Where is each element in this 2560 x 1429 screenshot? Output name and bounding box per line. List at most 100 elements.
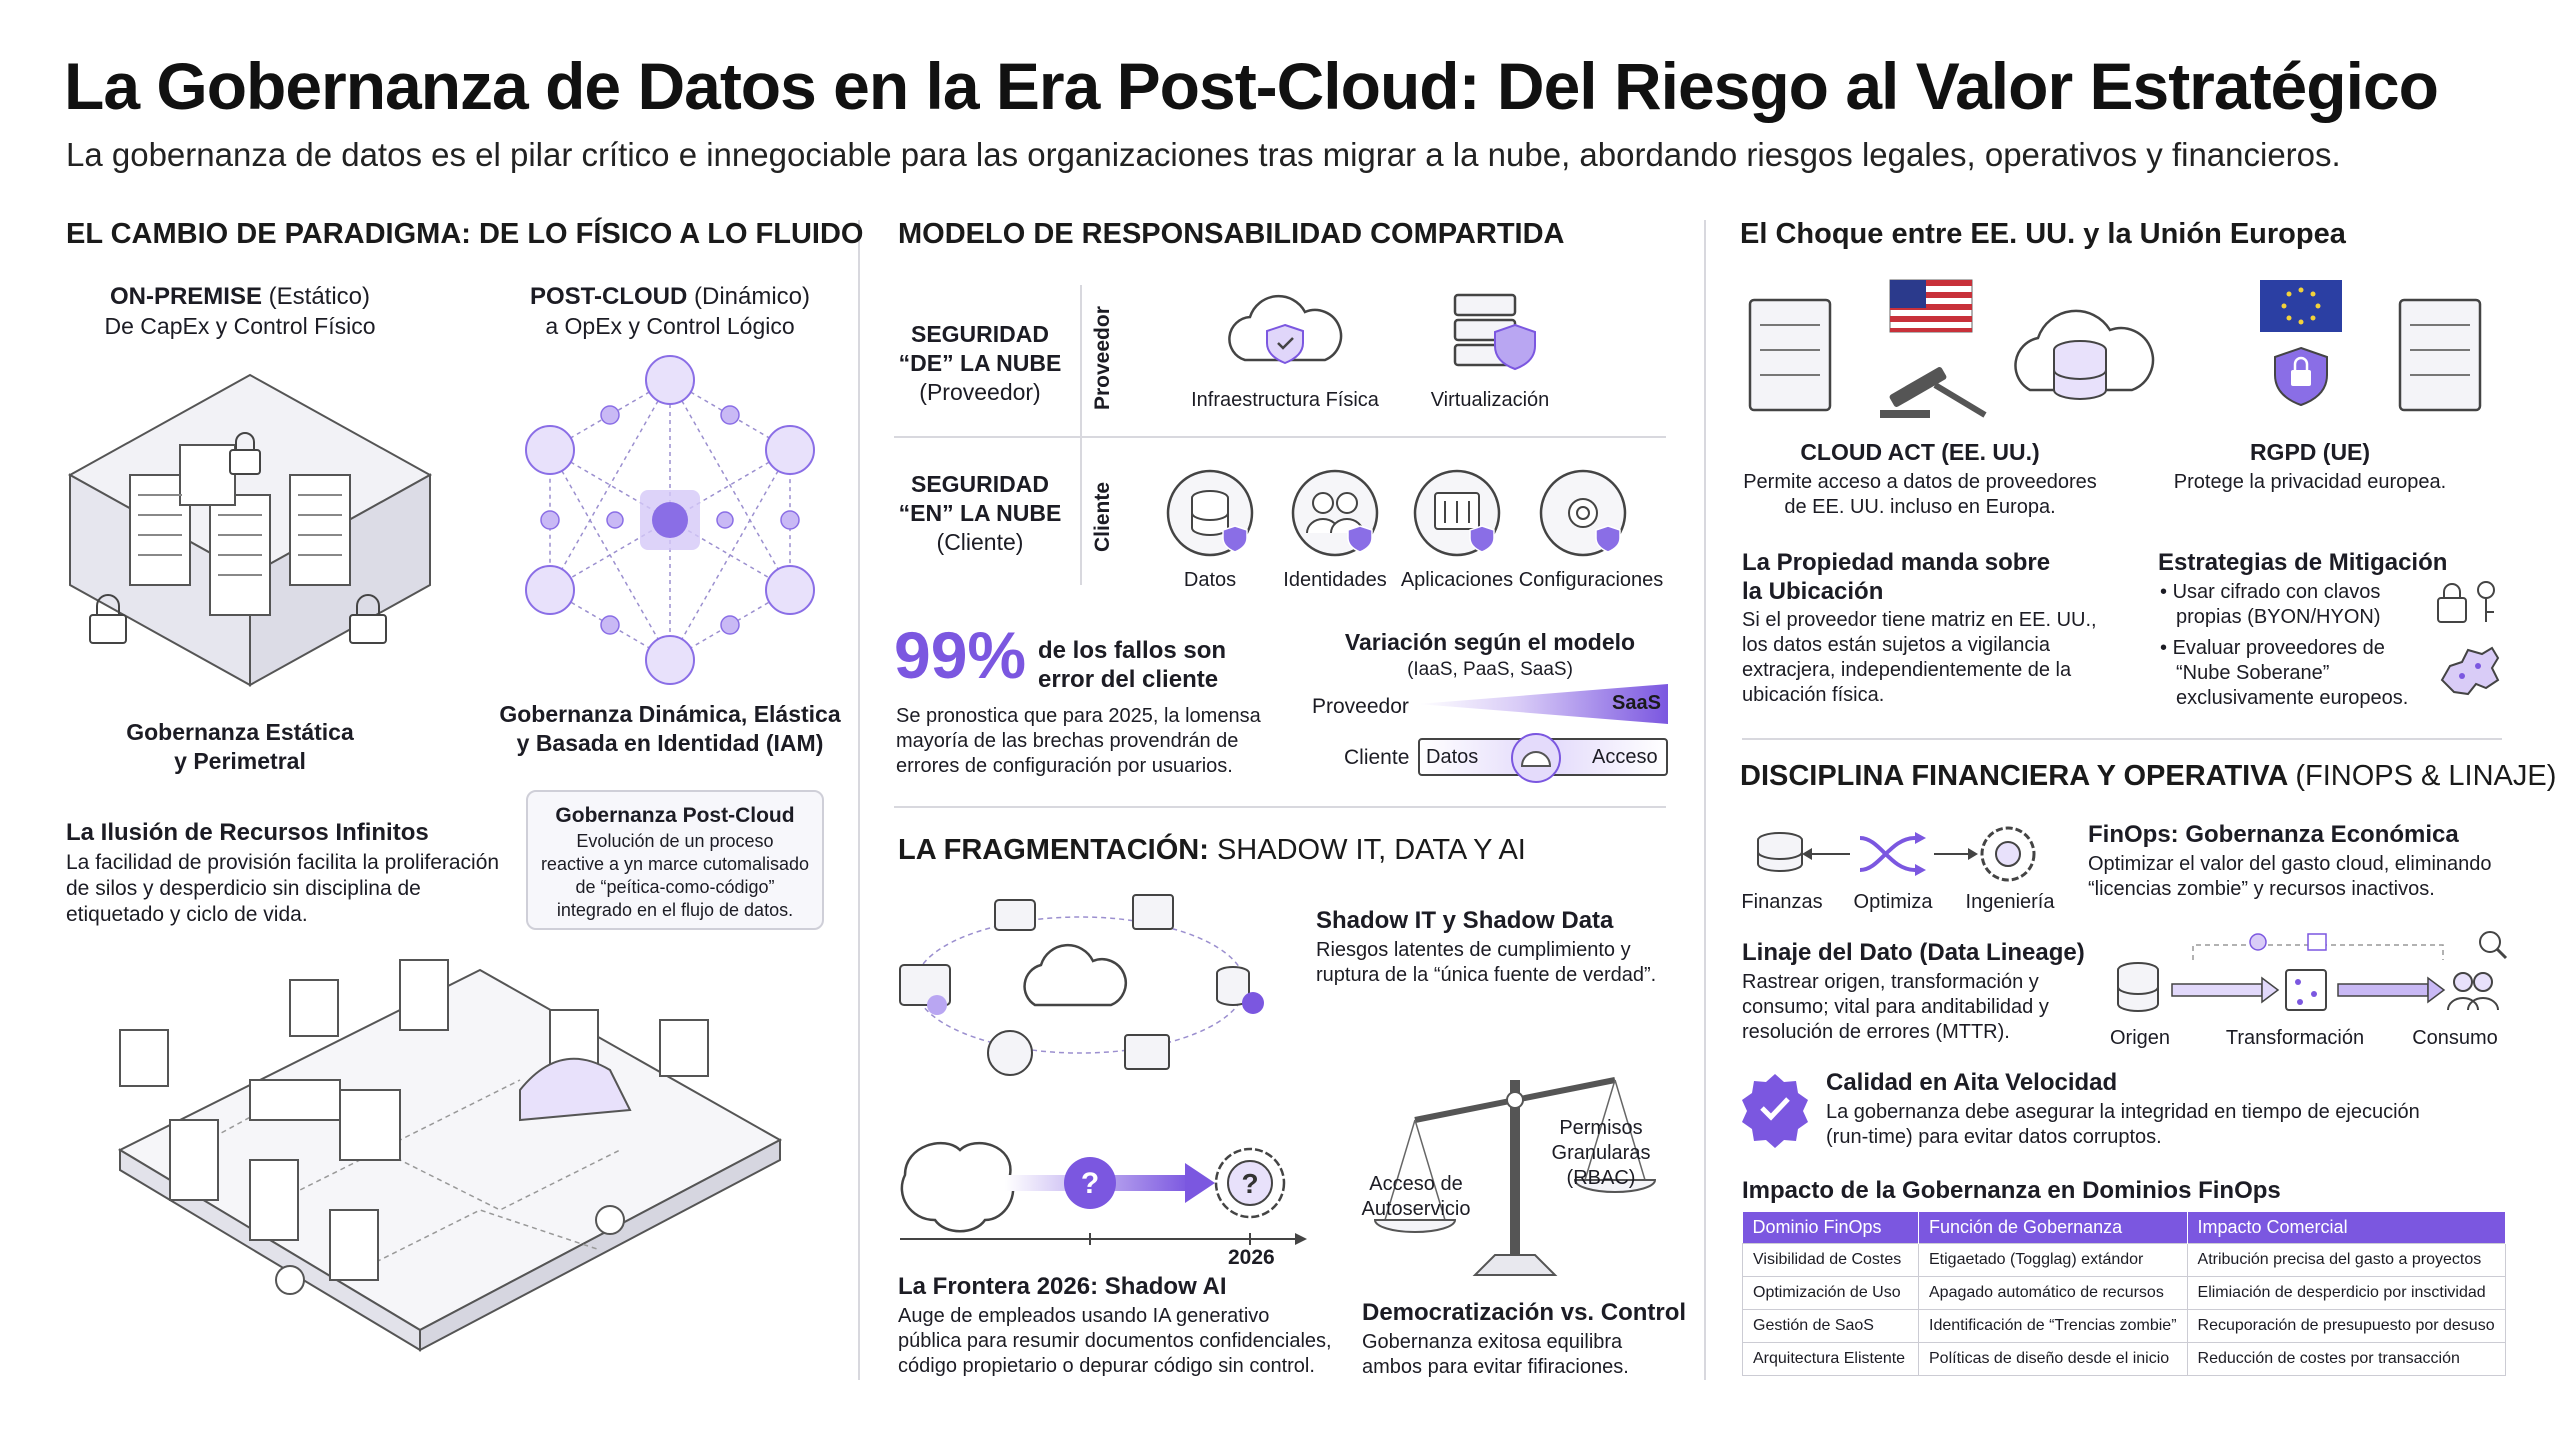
postcloud-network-illustration — [525, 355, 815, 685]
table-header-function: Función de Gobernanza — [1918, 1212, 2188, 1244]
table-cell: Etigaetado (Togglag) extándor — [1918, 1243, 2188, 1277]
finops-impact-table: Dominio FinOps Función de Gobernanza Imp… — [1742, 1212, 2507, 1376]
bar-access-label: Acceso — [1592, 746, 1658, 768]
saas-label: SaaS — [1612, 692, 1661, 714]
provider-side-label: Proveedor — [1091, 306, 1114, 410]
finops-table-title: Impacto de la Gobernanza en Dominios Fin… — [1742, 1177, 2281, 1204]
virtualization-label: Virtualización — [1430, 389, 1550, 411]
cloud-shield-icon — [1228, 294, 1343, 365]
fragmentation-heading: LA FRAGMENTACIÓN: SHADOW IT, DATA Y AI — [898, 834, 1526, 866]
responsibility-vertical-divider — [1080, 285, 1082, 585]
bar-data-label: Datos — [1426, 746, 1479, 768]
cloud-act-title: CLOUD ACT (EE. UU.) — [1800, 439, 2040, 465]
table-cell: Atribución precisa del gasto a proyectos — [2186, 1243, 2507, 1277]
table-header-row: Dominio FinOps Función de Gobernanza Imp… — [1742, 1212, 2507, 1244]
onprem-title: ON-PREMISE (Estático) — [109, 283, 371, 310]
table-row: Gestión de SaoS Identificación de “Trenc… — [1742, 1309, 2507, 1343]
optimize-label: Optimiza — [1853, 891, 1933, 913]
ownership-text: Si el proveedor tiene matriz en EE. UU.,… — [1742, 609, 2097, 706]
physical-infrastructure-label: Infraestructura Física — [1191, 389, 1379, 411]
onprem-datacenter-illustration — [67, 373, 433, 687]
mitigation-title: Estrategias de Mitigación — [2158, 549, 2448, 576]
fragmented-resources-platform-illustration — [117, 959, 783, 1352]
table-cell: Recuporación de presupuesto por desuso — [2186, 1309, 2507, 1343]
table-cell: Arquitectura Elistente — [1742, 1342, 1919, 1376]
europe-map-icon — [2440, 646, 2500, 696]
table-cell: Apagado automático de recursos — [1918, 1276, 2188, 1310]
transformation-label: Transformación — [2225, 1027, 2365, 1049]
finops-divider — [1742, 738, 2502, 740]
table-cell: Visibilidad de Costes — [1742, 1243, 1919, 1277]
postcloud-title: POST-CLOUD (Dinámico) — [529, 283, 811, 310]
table-row: Optimización de Uso Apagado automático d… — [1742, 1276, 2507, 1310]
model-variation-title: Variación según el modelo — [1344, 629, 1636, 655]
postcloud-subtitle: a OpEx y Control Lógico — [545, 313, 795, 339]
column-divider-1 — [858, 220, 860, 1380]
page-subtitle: La gobernanza de datos es el pilar críti… — [66, 136, 2341, 173]
balance-scale-illustration — [1373, 1077, 1657, 1276]
table-row: Arquitectura Elistente Políticas de dise… — [1742, 1342, 2507, 1376]
identities-label: Identidades — [1283, 569, 1387, 591]
finops-cycle-illustration — [1757, 826, 2036, 882]
mitigation-bullet-2: Evaluar proveedores de“Nube Soberane”exc… — [2160, 636, 2460, 711]
illusion-title: La Ilusión de Recursos Infinitos — [66, 819, 429, 846]
configurations-label: Configuraciones — [1518, 569, 1664, 591]
lock-dial-icon — [1511, 733, 1561, 783]
high-velocity-quality-text: La gobernanza debe asegurar la integrida… — [1826, 1101, 2420, 1148]
rgpd-title: RGPD (UE) — [2249, 439, 2371, 465]
quality-badge-icon — [1742, 1074, 1808, 1148]
virtualization-server-icon — [1453, 293, 1536, 371]
us-eu-clash-illustration — [1748, 279, 2482, 418]
data-lineage-title: Linaje del Dato (Data Lineage) — [1742, 939, 2085, 966]
shared-responsibility-heading: MODELO DE RESPONSABILIDAD COMPARTIDA — [898, 218, 1565, 250]
provider-bar-label: Proveedor — [1312, 695, 1409, 718]
paradigm-heading: EL CAMBIO DE PARADIGMA: DE LO FÍSICO A L… — [66, 218, 864, 250]
client-responsibility-icons — [1166, 469, 1627, 557]
shadow-ai-title: La Frontera 2026: Shadow AI — [898, 1273, 1227, 1300]
consumption-label: Consumo — [2412, 1027, 2498, 1049]
table-row: Visibilidad de Costes Etigaetado (Toggla… — [1742, 1243, 2507, 1277]
democratization-title: Democratización vs. Control — [1362, 1299, 1687, 1326]
model-variation-subtitle: (IaaS, PaaS, SaaS) — [1407, 659, 1573, 680]
shadow-ai-flow-illustration: ? ? — [900, 1141, 1307, 1245]
table-header-impact: Impacto Comercial — [2187, 1212, 2507, 1244]
table-cell: Reducción de costes por transacción — [2186, 1342, 2507, 1376]
fragmentation-divider — [894, 806, 1666, 808]
origin-label: Origen — [2109, 1027, 2171, 1049]
security-of-cloud-label: SEGURIDAD“DE” LA NUBE(Proveedor) — [898, 321, 1062, 405]
client-error-stat: 99% — [894, 618, 1027, 692]
postcloud-governance-callout: Gobernanza Post-Cloud Evolución de un pr… — [526, 790, 824, 930]
economic-governance-text: Optimizar el valor del gasto cloud, elim… — [2088, 853, 2492, 900]
engineering-label: Ingeniería — [1965, 891, 2055, 913]
finops-heading: DISCIPLINA FINANCIERA Y OPERATIVA (FINOP… — [1740, 760, 2557, 792]
table-cell: Identificación de “Trencias zombie” — [1918, 1309, 2188, 1343]
onprem-subtitle: De CapEx y Control Físico — [104, 313, 376, 339]
applications-label: Aplicaciones — [1400, 569, 1514, 591]
responsibility-horizontal-divider — [894, 436, 1666, 438]
table-cell: Políticas de diseño desde el inicio — [1918, 1342, 2188, 1376]
finance-label: Finanzas — [1741, 891, 1823, 913]
shadow-it-title: Shadow IT y Shadow Data — [1316, 907, 1614, 934]
svg-text:?: ? — [1081, 1167, 1099, 1200]
data-label: Datos — [1183, 569, 1237, 591]
column-divider-2 — [1704, 220, 1706, 1380]
timeline-year-label: 2026 — [1228, 1246, 1275, 1269]
high-velocity-quality-title: Calidad en Aita Velocidad — [1826, 1069, 2118, 1096]
svg-text:?: ? — [1241, 1168, 1258, 1199]
client-bar-label: Cliente — [1344, 746, 1410, 769]
rgpd-text: Protege la privacidad europea. — [2173, 471, 2447, 493]
table-cell: Gestión de SaoS — [1742, 1309, 1919, 1343]
lineage-flow-illustration — [2117, 931, 2508, 1012]
lock-key-icon — [2437, 581, 2495, 623]
illusion-text: La facilidad de provisión facilita la pr… — [66, 851, 500, 926]
